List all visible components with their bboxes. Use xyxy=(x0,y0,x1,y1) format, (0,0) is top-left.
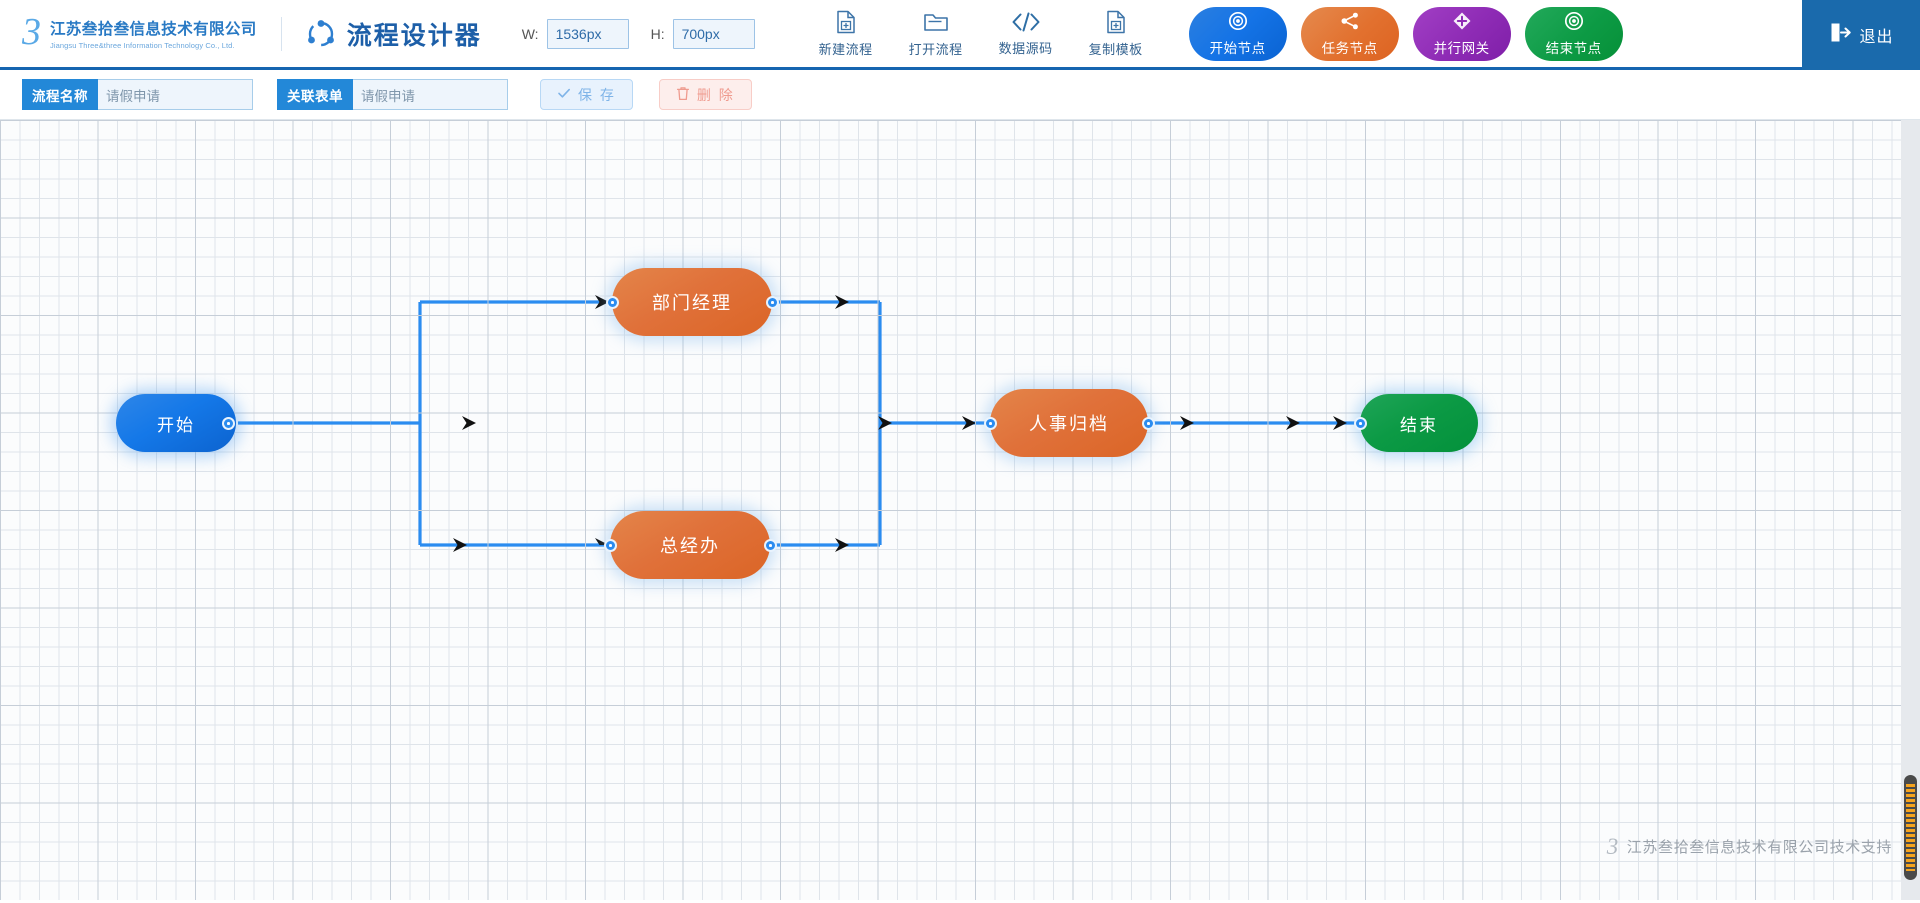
copy-file-icon xyxy=(1105,10,1127,34)
save-label: 保 存 xyxy=(578,86,616,103)
toolbar: 新建流程 打开流程 数据源码 xyxy=(819,10,1143,58)
logout-icon xyxy=(1828,21,1852,49)
app-title: 流程设计器 xyxy=(306,16,482,52)
add-task-node-button[interactable]: 任务节点 xyxy=(1300,6,1399,61)
flow-node-start[interactable]: 开始 xyxy=(116,394,236,452)
diamond-icon xyxy=(1452,11,1472,36)
related-form-input[interactable] xyxy=(353,79,508,110)
port-end-in[interactable] xyxy=(1354,417,1367,430)
add-task-node-label: 任务节点 xyxy=(1321,40,1378,56)
delete-button[interactable]: 删 除 xyxy=(658,79,752,110)
company-brand: 3 江苏叁拾叁信息技术有限公司 Jiangsu Three&three Info… xyxy=(0,10,257,53)
add-start-node-label: 开始节点 xyxy=(1209,40,1266,56)
port-gm-in[interactable] xyxy=(604,539,617,552)
copy-template-label: 复制模板 xyxy=(1088,41,1143,57)
company-name-en: Jiangsu Three&three Information Technolo… xyxy=(50,41,235,50)
save-button[interactable]: 保 存 xyxy=(540,79,633,110)
logout-button[interactable]: 退出 xyxy=(1802,0,1920,70)
flow-connections xyxy=(238,295,1360,552)
check-icon xyxy=(557,86,571,103)
width-label: W: xyxy=(521,25,539,42)
data-source-label: 数据源码 xyxy=(998,40,1053,56)
vertical-scrollbar-track[interactable] xyxy=(1901,120,1920,900)
vertical-scrollbar-thumb[interactable] xyxy=(1904,775,1917,880)
port-gm-out[interactable] xyxy=(764,539,777,552)
target-icon xyxy=(1228,11,1248,36)
add-parallel-gateway-button[interactable]: 并行网关 xyxy=(1412,6,1511,61)
flow-node-end[interactable]: 结束 xyxy=(1360,394,1478,452)
code-icon xyxy=(1011,11,1041,33)
trash-icon xyxy=(676,86,690,104)
open-flow-label: 打开流程 xyxy=(908,41,963,57)
related-form-field: 关联表单 xyxy=(277,79,508,110)
app-header: 3 江苏叁拾叁信息技术有限公司 Jiangsu Three&three Info… xyxy=(0,0,1920,70)
add-end-node-button[interactable]: 结束节点 xyxy=(1524,6,1623,61)
watermark: 3 江苏叁拾叁信息技术有限公司技术支持 xyxy=(1607,835,1892,858)
add-parallel-gateway-label: 并行网关 xyxy=(1433,40,1490,56)
header-divider xyxy=(280,16,282,51)
canvas-height-input[interactable] xyxy=(672,18,755,49)
node-palette: 开始节点 任务节点 并行网关 xyxy=(1188,6,1623,61)
delete-label: 删 除 xyxy=(696,86,735,103)
company-name-cn: 江苏叁拾叁信息技术有限公司 xyxy=(50,21,257,38)
watermark-text: 江苏叁拾叁信息技术有限公司技术支持 xyxy=(1626,839,1892,856)
app-title-text: 流程设计器 xyxy=(346,21,482,50)
open-folder-icon xyxy=(923,10,949,34)
canvas-width-input[interactable] xyxy=(546,18,629,49)
flow-node-hr-archive[interactable]: 人事归档 xyxy=(990,389,1148,457)
flow-name-input[interactable] xyxy=(98,79,253,110)
share-icon xyxy=(1340,11,1360,36)
data-source-button[interactable]: 数据源码 xyxy=(999,11,1053,57)
new-flow-label: 新建流程 xyxy=(818,41,873,57)
flow-node-dept-manager[interactable]: 部门经理 xyxy=(612,268,772,336)
watermark-logo-icon: 3 xyxy=(1606,834,1619,859)
target-icon xyxy=(1564,11,1584,36)
port-hr-in[interactable] xyxy=(984,417,997,430)
port-dept-in[interactable] xyxy=(606,296,619,309)
company-logo-icon: 3 xyxy=(22,10,41,53)
height-label: H: xyxy=(650,25,665,42)
flow-name-label: 流程名称 xyxy=(22,79,98,110)
port-hr-out[interactable] xyxy=(1142,417,1155,430)
flow-designer-icon xyxy=(306,19,336,49)
canvas-width-group: W: xyxy=(521,18,629,49)
add-start-node-button[interactable]: 开始节点 xyxy=(1188,6,1287,61)
new-flow-button[interactable]: 新建流程 xyxy=(819,10,873,58)
flow-canvas[interactable]: 开始 部门经理 总经办 人事归档 结束 3 江苏叁拾叁信息技术有限公司技术支持 xyxy=(0,120,1920,900)
flow-name-field: 流程名称 xyxy=(22,79,253,110)
port-dept-out[interactable] xyxy=(766,296,779,309)
new-file-icon xyxy=(835,10,857,34)
copy-template-button[interactable]: 复制模板 xyxy=(1089,10,1143,58)
add-end-node-label: 结束节点 xyxy=(1545,40,1602,56)
open-flow-button[interactable]: 打开流程 xyxy=(909,10,963,58)
flow-node-gm-office[interactable]: 总经办 xyxy=(610,511,770,579)
related-form-label: 关联表单 xyxy=(277,79,353,110)
port-start-out[interactable] xyxy=(222,417,235,430)
flow-meta-bar: 流程名称 关联表单 保 存 删 除 xyxy=(0,70,1920,120)
canvas-height-group: H: xyxy=(650,18,755,49)
logout-label: 退出 xyxy=(1859,29,1894,46)
